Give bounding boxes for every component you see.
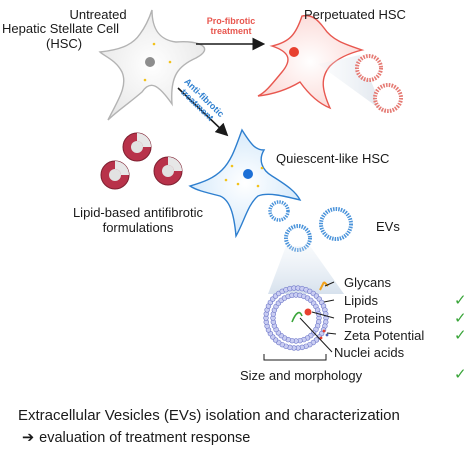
untreated-label: Untreated [69, 7, 127, 22]
component-glycans: Glycans [344, 275, 391, 290]
untreated-hsc-cell [98, 9, 206, 121]
check-size-morphology: ✓ [454, 365, 467, 383]
bottom-subtitle: ➔evaluation of treatment response [22, 431, 250, 446]
lipid-formulation-particles [100, 132, 183, 190]
component-lipids: Lipids [344, 293, 378, 308]
perpetuated-hsc-label: Perpetuated HSC [304, 7, 406, 22]
lipid-particle-2 [100, 160, 130, 190]
nucleic-acid-mark [291, 311, 303, 323]
size-morphology-label: Size and morphology [240, 368, 363, 383]
quiescent-hsc-label: Quiescent-like HSC [276, 151, 390, 166]
untreated-nucleus [145, 57, 155, 67]
zoom-cone-red [318, 55, 384, 112]
ev-lipid-bilayer [263, 285, 329, 351]
quiescent-evs [268, 200, 353, 252]
untreated-label-line3: (HSC) [46, 36, 83, 51]
lipid-particle-1 [122, 132, 152, 162]
component-proteins: Proteins [344, 311, 392, 326]
bottom-subtitle-text: evaluation of treatment response [39, 430, 251, 446]
check-zeta-potential: ✓ [454, 326, 467, 344]
untreated-label-line2: Hepatic Stellate Cell [2, 21, 120, 36]
zoom-cone-blue [268, 246, 344, 294]
quiescent-hsc-cell [188, 128, 302, 239]
anti-fibrotic-arrow [177, 87, 229, 137]
perpetuated-nucleus [289, 47, 299, 57]
right-arrow-icon: ➔ [22, 430, 35, 446]
protein-mark [304, 308, 312, 316]
lipid-formulations-label: Lipid-based antifibrotic formulations [72, 205, 204, 235]
size-bracket [263, 354, 327, 361]
component-nuclei-acids: Nuclei acids [334, 345, 405, 360]
perpetuated-evs [355, 54, 403, 113]
evs-label: EVs [376, 219, 400, 234]
bottom-title: Extracellular Vesicles (EVs) isolation a… [18, 407, 400, 424]
pro-fibrotic-label: Pro-fibrotic treatment [206, 16, 256, 36]
ev-schematic [263, 281, 329, 351]
perpetuated-hsc-cell [257, 14, 365, 110]
lipid-particle-3 [153, 156, 183, 186]
check-proteins: ✓ [454, 309, 467, 327]
component-leader-lines [299, 281, 337, 353]
quiescent-nucleus [243, 169, 253, 179]
check-lipids: ✓ [454, 291, 467, 309]
component-zeta-potential: Zeta Potential [344, 328, 425, 343]
